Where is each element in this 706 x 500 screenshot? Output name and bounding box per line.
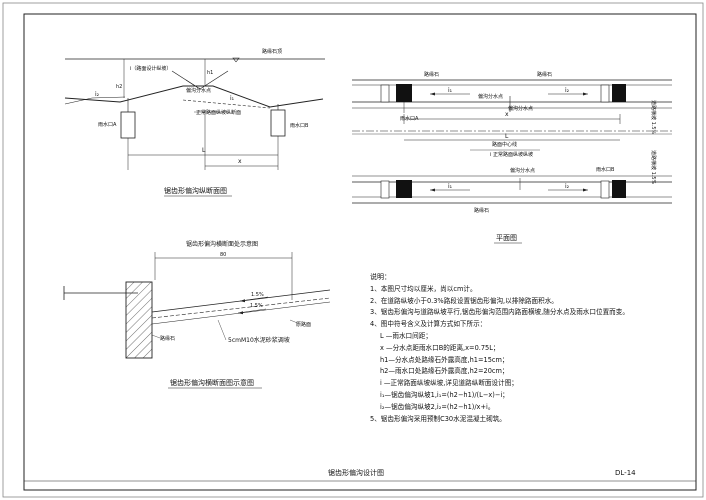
note-sub-5: i —正常路面纵坡纵坡,详见道路纵断面设计图；: [380, 379, 518, 388]
profile-top-label: 路缘石顶: [262, 48, 282, 55]
plan-i2-label-2: i₂: [565, 183, 570, 190]
profile-h1-label: h1: [207, 70, 213, 76]
plan-caption: 平面图: [496, 234, 517, 242]
plan-split-label-3: 偏沟分水点: [510, 167, 535, 174]
profile-i-label: i（路面设计纵坡）: [130, 65, 171, 72]
cross-dim-b: 80: [220, 252, 226, 258]
plan-inlet-b-top: [612, 84, 626, 102]
sheet-title: 锯齿形偏沟设计图: [328, 468, 384, 477]
note-sub-2: x —分水点距雨水口B的距离,x=0.75L；: [380, 343, 500, 352]
note-item-1: 1、本图尺寸均以厘米，尚以cm计。: [370, 284, 477, 293]
profile-x-label: x: [238, 158, 242, 165]
plan-curb-top2: 路缘石: [537, 71, 552, 78]
plan-inlet-a-label: 雨水口A: [400, 115, 419, 122]
plan-curb-top: 路缘石: [424, 71, 439, 78]
note-item-2: 2、在道路纵坡小于0.3%路段设置锯齿形偏沟,以排除路面积水。: [370, 296, 558, 305]
notes-head: 说明：: [370, 273, 391, 281]
cross-curb-stone: [125, 281, 153, 359]
plan-i1-label: i₁: [448, 87, 453, 94]
plan-drawing: 路缘石 路缘石 雨水口A 偏沟分水点 偏沟分水点 i₁ i₂ x 路面中心线 i…: [352, 71, 672, 244]
note-item-4: 4、图中符号含义及计算方式如下所示：: [370, 320, 487, 329]
cross-grade-1: 1.5%: [251, 292, 264, 298]
plan-inlet-b-label: 雨水口B: [596, 166, 615, 173]
profile-i1-label: i₁: [230, 95, 235, 102]
cross-edge-label: 原路面: [296, 321, 311, 328]
profile-drawing: 路缘石顶 h2 h1 i（路面设计纵坡） 偏沟分水点 正常路面纵坡纵断面 i₂ …: [64, 48, 325, 197]
profile-caption: 锯齿形偏沟纵断面图: [164, 186, 227, 195]
note-sub-7: i₂—锯齿偏沟纵坡2,i₂=(h2−h1)/x+i。: [380, 402, 495, 411]
inner-frame: [23, 13, 697, 491]
profile-L-label: L: [202, 147, 206, 154]
plan-grade-right-1: 道路横坡 1.5%: [650, 100, 657, 135]
notes-block: 说明： 1、本图尺寸均以厘米，尚以cm计。 2、在道路纵坡小于0.3%路段设置锯…: [370, 272, 680, 425]
cross-caption: 锯齿形偏沟横断面图示意图: [170, 378, 254, 387]
note-sub-3: h1—分水点处路缘石外露高度,h1=15cm；: [380, 355, 509, 364]
note-sub-6: i₁—锯齿偏沟纵坡1,i₁=(h2−h1)/(L−x)−i；: [380, 390, 509, 399]
profile-h2-label: h2: [116, 84, 122, 90]
plan-split-label-2: 偏沟分水点: [508, 105, 533, 112]
plan-center-label: 路面中心线: [492, 141, 517, 148]
plan-curb-bottom: 路缘石: [474, 207, 489, 214]
profile-split-label: 偏沟分水点: [186, 87, 211, 94]
profile-inlet-a-label: 雨水口A: [98, 121, 117, 128]
cross-mortar-label: 5cmM10水泥砂浆调坡: [228, 336, 290, 344]
profile-inlet-b: [270, 109, 286, 137]
note-sub-4: h2—雨水口处路缘石外露高度,h2=20cm；: [380, 367, 509, 376]
sheet-code: DL-14: [615, 469, 636, 477]
note-sub-1: L —雨水口间距；: [380, 331, 432, 340]
plan-grade-right-2: 道路横坡 1.5%: [650, 150, 657, 185]
plan-split-label: 偏沟分水点: [478, 93, 503, 100]
plan-i1-label-2: i₁: [448, 183, 453, 190]
plan-inlet-a-bottom: [396, 180, 412, 198]
plan-i2-label: i₂: [565, 87, 570, 94]
note-item-3: 3、锯齿形偏沟与道路纵坡平行,锯齿形偏沟范围内路面横坡,随分水点及雨水口位置而变…: [370, 308, 629, 317]
profile-inlet-a: [120, 111, 136, 139]
cross-curb-label: 路缘石: [160, 335, 175, 342]
profile-inlet-b-label: 雨水口B: [290, 122, 309, 129]
cross-grade-2: 1.5%: [250, 303, 263, 309]
plan-inlet-b-bottom: [612, 180, 626, 198]
note-item-5: 5、锯齿形偏沟采用预制C30水泥混凝土砌筑。: [370, 414, 506, 423]
plan-inlet-a-top: [396, 84, 412, 102]
cross-top-title: 锯齿形偏沟横断面处示意图: [186, 240, 258, 248]
plan-slope-label: i 正常路面纵坡纵坡: [490, 151, 533, 158]
profile-i2-label: i₂: [95, 91, 100, 98]
plan-L-label: L: [505, 133, 509, 140]
plan-x-label: x: [505, 111, 509, 118]
cross-section-drawing: 锯齿形偏沟横断面处示意图 80 1.5% 1.5% 原路面 路缘石 5cmM10…: [63, 240, 331, 389]
profile-base-label: 正常路面纵坡纵断面: [196, 109, 241, 116]
